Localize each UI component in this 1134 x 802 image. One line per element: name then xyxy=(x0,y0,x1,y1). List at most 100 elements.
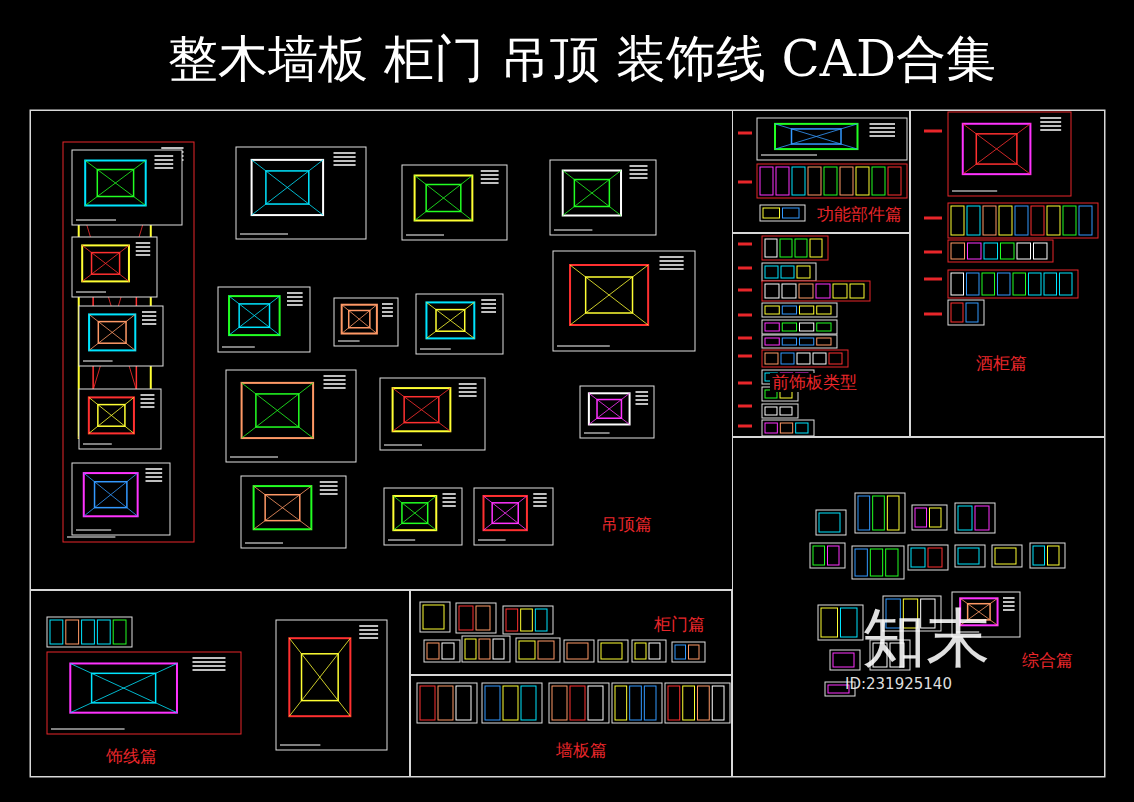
title-block-line xyxy=(155,155,174,157)
section-label: 功能部件篇 xyxy=(815,205,904,224)
red-marker xyxy=(738,382,752,385)
mini-detail xyxy=(828,546,840,565)
drawing-thumbnail xyxy=(810,543,845,568)
title-block-line xyxy=(443,501,456,503)
mini-detail xyxy=(821,608,838,637)
plan-outline xyxy=(775,124,858,149)
sheet-border xyxy=(47,652,241,734)
sheet-border xyxy=(550,160,656,235)
plan-diagonal xyxy=(254,486,312,529)
sheet-border xyxy=(948,112,1071,196)
drawing-thumbnail xyxy=(549,683,609,723)
mini-detail xyxy=(776,167,789,195)
drawing-thumbnail xyxy=(380,378,485,450)
drawing-thumbnail xyxy=(516,638,560,662)
drawing-thumbnail xyxy=(72,150,182,225)
title-block-line xyxy=(382,307,393,309)
title-block-line xyxy=(382,311,393,313)
title-block-line xyxy=(136,246,150,248)
title-block-line xyxy=(359,637,378,639)
mini-detail xyxy=(552,686,567,720)
plan-outline xyxy=(252,160,324,215)
title-block-line xyxy=(334,152,356,154)
sheet-border xyxy=(424,640,460,662)
title-block-line xyxy=(136,250,150,252)
title-block-line xyxy=(193,661,226,663)
drawing-thumbnail xyxy=(564,640,594,662)
title-block-line xyxy=(481,311,496,313)
sheet-border xyxy=(549,683,609,723)
mini-detail xyxy=(975,506,989,530)
plan-diagonal xyxy=(775,124,858,149)
drawing-thumbnail xyxy=(948,240,1053,262)
title-block-line xyxy=(287,296,303,298)
drawing-thumbnail xyxy=(79,306,163,366)
mini-detail xyxy=(442,643,454,659)
mini-detail xyxy=(712,686,724,720)
mini-detail xyxy=(485,686,500,720)
caption-line xyxy=(240,234,288,235)
sheet-border xyxy=(503,606,553,634)
mini-detail xyxy=(765,323,779,331)
title-block-line xyxy=(1040,129,1061,131)
drawing-thumbnail xyxy=(948,203,1098,238)
mini-detail xyxy=(915,508,927,527)
plan-diagonal xyxy=(289,638,350,716)
sheet-border xyxy=(564,640,594,662)
drawing-thumbnail xyxy=(762,263,816,281)
sheet-border xyxy=(384,488,462,545)
title-block-line xyxy=(141,402,155,404)
drawing-thumbnail xyxy=(612,683,662,723)
sheet-border xyxy=(420,602,450,632)
plan-diagonal xyxy=(70,663,177,712)
sheet-border xyxy=(762,404,798,418)
caption-line xyxy=(388,540,415,541)
plan-diagonal xyxy=(229,296,280,335)
page-title: 整木墙板 柜门 吊顶 装饰线 CAD合集 xyxy=(168,32,996,87)
mini-detail xyxy=(817,306,831,314)
title-block-line xyxy=(459,391,477,393)
plan-diagonal xyxy=(70,663,177,712)
mini-detail xyxy=(797,353,810,364)
mini-detail xyxy=(817,338,831,345)
mini-detail xyxy=(873,496,885,530)
mini-detail xyxy=(456,686,471,720)
mini-detail xyxy=(797,266,810,278)
title-block-line xyxy=(870,123,896,125)
title-block-line xyxy=(142,315,156,317)
mini-detail xyxy=(649,643,660,659)
section-label: 柜门篇 xyxy=(652,615,707,634)
sheet-border xyxy=(72,237,157,297)
sheet-border xyxy=(672,642,705,662)
mini-detail xyxy=(615,686,627,720)
mini-detail xyxy=(1013,273,1026,295)
mini-detail xyxy=(1015,206,1028,235)
mini-detail xyxy=(588,686,603,720)
title-block-line xyxy=(1003,601,1015,603)
drawing-thumbnail xyxy=(948,270,1078,298)
sheet-border xyxy=(598,640,628,662)
title-block-line xyxy=(870,131,896,133)
drawing-thumbnail xyxy=(424,640,460,662)
drawing-thumbnail xyxy=(762,335,837,348)
title-block-line xyxy=(287,292,303,294)
sheet-border xyxy=(955,503,995,533)
plan-outline xyxy=(963,124,1031,174)
sheet-border xyxy=(72,463,170,535)
title-block-line xyxy=(193,665,226,667)
sheet-border xyxy=(380,378,485,450)
sheet-border xyxy=(757,118,907,160)
caption-line xyxy=(557,346,610,347)
mini-detail xyxy=(951,243,965,259)
mini-detail xyxy=(1063,206,1076,235)
red-marker xyxy=(738,289,752,292)
plan-outline xyxy=(483,496,526,530)
drawing-thumbnail xyxy=(757,118,907,160)
drawing-thumbnail xyxy=(416,294,503,354)
plan-outline xyxy=(84,473,138,516)
sheet-border xyxy=(762,303,837,317)
mini-detail xyxy=(998,273,1011,295)
plan-outline xyxy=(89,314,135,350)
caption-line xyxy=(384,445,422,446)
drawing-thumbnail xyxy=(992,545,1022,567)
